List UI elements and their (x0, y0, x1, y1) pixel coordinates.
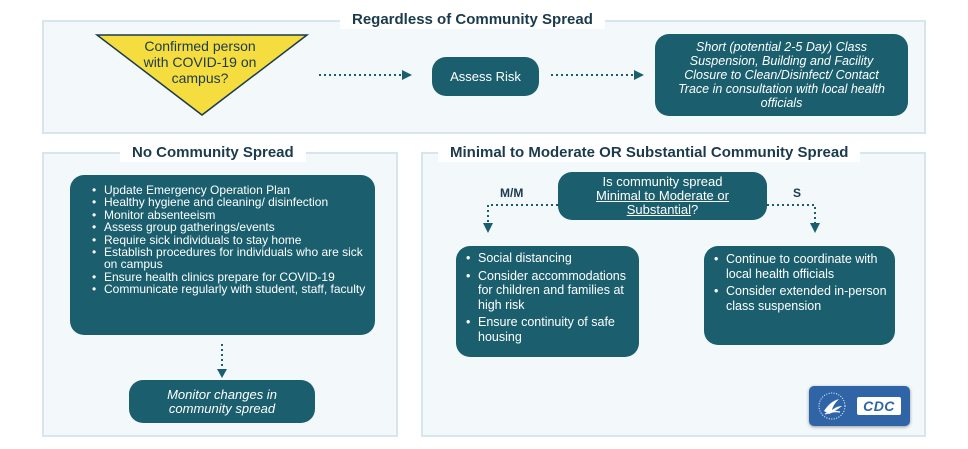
question-link: Minimal to Moderate or Substantial? (566, 189, 759, 217)
list-item: Social distancing (466, 251, 631, 266)
no-spread-list: Update Emergency Operation PlanHealthy h… (92, 184, 367, 296)
assess-risk-text: Assess Risk (450, 69, 521, 84)
question-prefix: Is community spread (602, 174, 723, 189)
mm-list: Social distancingConsider accommodations… (466, 251, 631, 344)
list-item: Continue to coordinate with local health… (714, 252, 887, 281)
list-item: Communicate regularly with student, staf… (92, 283, 367, 296)
arrow-to-mm (483, 204, 558, 233)
question-box: Is community spread Minimal to Moderate … (558, 172, 767, 220)
arrow-to-s (767, 204, 820, 233)
no-spread-title: No Community Spread (120, 144, 306, 162)
list-item: Establish procedures for individuals who… (92, 246, 367, 271)
label-s: S (793, 186, 802, 200)
top-panel-title: Regardless of Community Spread (340, 11, 605, 29)
monitor-box: Monitor changes in community spread (129, 380, 315, 423)
spread-title: Minimal to Moderate OR Substantial Commu… (438, 144, 861, 162)
question-suffix: ? (691, 202, 699, 217)
confirmed-triangle (94, 34, 310, 116)
arrow-to-monitor (217, 344, 227, 378)
arrow-to-closure (551, 70, 644, 80)
list-item: Update Emergency Operation Plan (92, 184, 367, 197)
list-item: Healthy hygiene and cleaning/ disinfecti… (92, 196, 367, 209)
mm-actions-box: Social distancingConsider accommodations… (456, 246, 639, 357)
list-item: Consider accommodations for children and… (466, 269, 631, 313)
closure-text: Short (potential 2-5 Day) Class Suspensi… (678, 40, 885, 110)
cdc-logo: CDC (809, 386, 910, 426)
s-list: Continue to coordinate with local health… (714, 252, 887, 313)
list-item: Monitor absenteeism (92, 208, 367, 221)
hhs-eagle-icon (818, 392, 846, 420)
monitor-text: Monitor changes in community spread (167, 386, 277, 416)
cdc-logo-badge: CDC (857, 397, 901, 415)
no-spread-actions-box: Update Emergency Operation PlanHealthy h… (70, 175, 375, 335)
closure-box: Short (potential 2-5 Day) Class Suspensi… (655, 34, 908, 116)
list-item: Require sick individuals to stay home (92, 233, 367, 246)
arrow-to-assess (319, 70, 412, 80)
list-item: Ensure health clinics prepare for COVID-… (92, 270, 367, 283)
cdc-logo-text: CDC (863, 398, 895, 414)
question-link-text: Minimal to Moderate or Substantial (596, 188, 729, 217)
assess-risk-box: Assess Risk (432, 57, 539, 96)
label-mm: M/M (500, 186, 524, 200)
list-item: Ensure continuity of safe housing (466, 315, 631, 344)
confirmed-question: Confirmed person with COVID-19 on campus… (143, 38, 257, 86)
s-actions-box: Continue to coordinate with local health… (704, 246, 895, 345)
list-item: Assess group gatherings/events (92, 221, 367, 234)
list-item: Consider extended in-person class suspen… (714, 284, 887, 313)
